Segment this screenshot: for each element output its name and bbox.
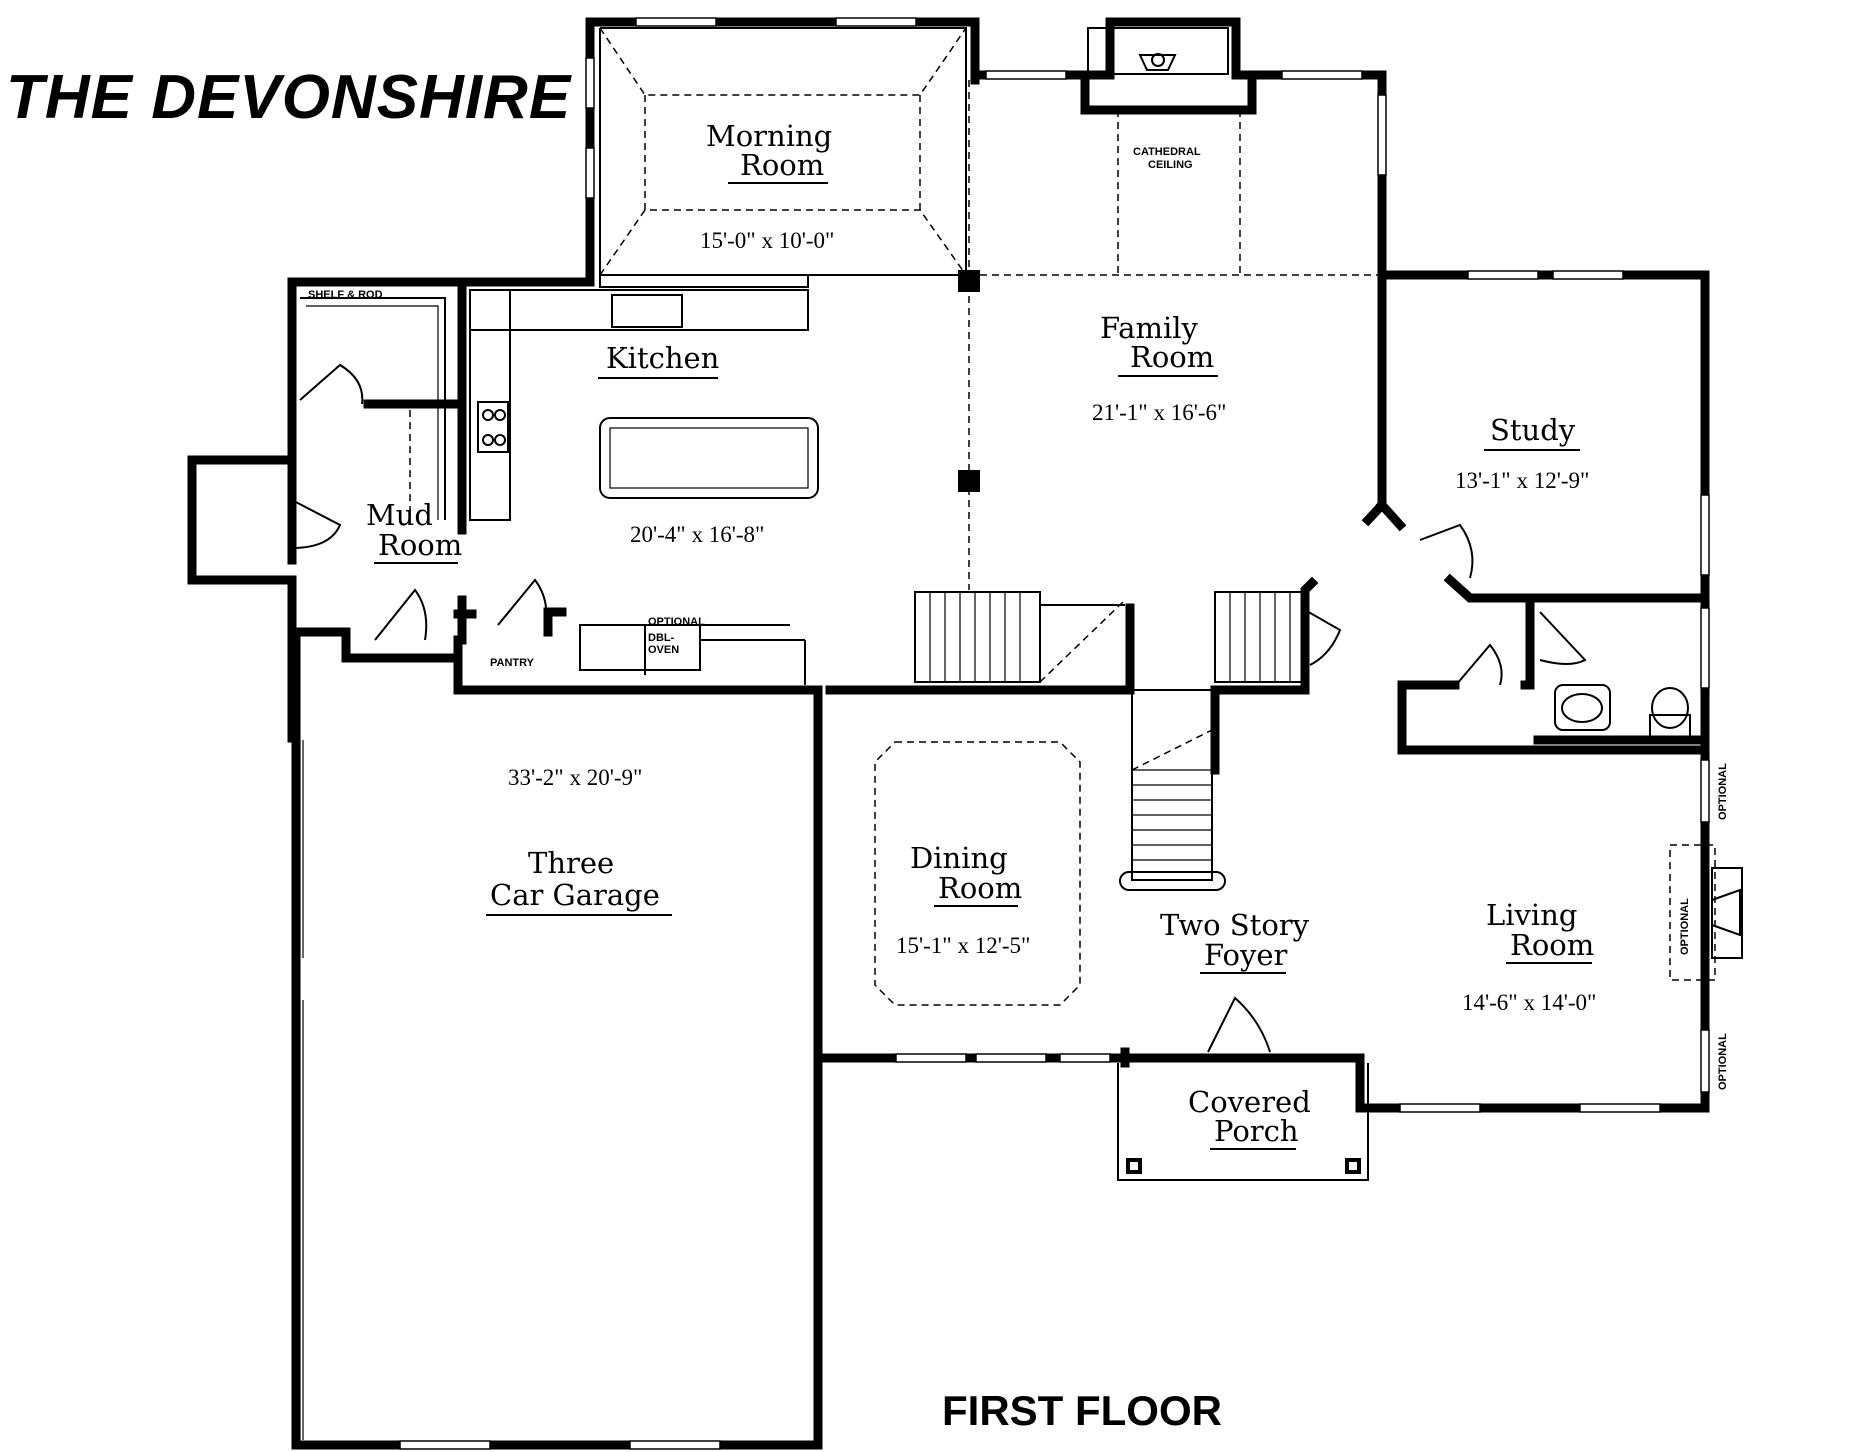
mud-room-label-2: Room: [378, 528, 462, 562]
morning-room-dim: 15'-0" x 10'-0": [700, 228, 834, 253]
mud-room-label: Mud: [366, 498, 433, 532]
dining-room-label-2: Room: [938, 871, 1022, 905]
pantry-note: PANTRY: [490, 657, 535, 669]
study-label: Study: [1490, 413, 1576, 447]
fixtures: [874, 27, 1743, 1006]
living-room-label: Living: [1486, 898, 1577, 932]
living-room-label-2: Room: [1510, 928, 1594, 962]
optional-oven-note: OPTIONAL: [648, 616, 705, 628]
optional-window-note-1: OPTIONAL: [1717, 763, 1729, 820]
morning-room-ceiling: [599, 27, 1378, 590]
walls: [187, 17, 1710, 1450]
kitchen-dim: 20'-4" x 16'-8": [630, 522, 764, 547]
kitchen-fixtures: [300, 274, 819, 685]
cathedral-note-2: CEILING: [1148, 159, 1193, 171]
garage-label: Three: [528, 846, 614, 880]
family-room-label-2: Room: [1130, 340, 1214, 374]
porch-label: Covered: [1188, 1085, 1311, 1119]
dining-room-dim: 15'-1" x 12'-5": [896, 933, 1030, 958]
optional-fireplace-note: OPTIONAL: [1679, 898, 1691, 955]
morning-room-label: Morning: [706, 119, 832, 153]
garage-dim: 33'-2" x 20'-9": [508, 765, 642, 790]
doors: [291, 363, 1587, 1053]
study-dim: 13'-1" x 12'-9": [1455, 468, 1589, 493]
garage-label-2: Car Garage: [490, 878, 660, 912]
foyer-label-2: Foyer: [1204, 938, 1288, 972]
family-room-dim: 21'-1" x 16'-6": [1092, 400, 1226, 425]
room-labels: Morning Room 15'-0" x 10'-0" Kitchen 20'…: [366, 119, 1596, 1150]
living-room-dim: 14'-6" x 14'-0": [1462, 990, 1596, 1015]
dining-room-label: Dining: [910, 841, 1008, 875]
kitchen-label: Kitchen: [606, 341, 719, 375]
dbl-oven-note-1: DBL-: [648, 632, 675, 644]
foyer-label: Two Story: [1160, 908, 1310, 942]
floor-label: FIRST FLOOR: [942, 1387, 1222, 1434]
cathedral-note-1: CATHEDRAL: [1133, 146, 1201, 158]
family-room-label: Family: [1100, 311, 1198, 345]
stairs: [914, 591, 1304, 891]
shelf-rod-note: SHELF & ROD: [308, 289, 383, 301]
plan-title: THE DEVONSHIRE: [6, 63, 572, 132]
morning-room-label-2: Room: [740, 148, 824, 182]
porch-label-2: Porch: [1214, 1114, 1299, 1148]
dbl-oven-note-2: OVEN: [648, 644, 679, 656]
windows: [292, 17, 1710, 1450]
notes: SHELF & ROD PANTRY OPTIONAL DBL- OVEN CA…: [308, 146, 1729, 1090]
optional-window-note-2: OPTIONAL: [1717, 1033, 1729, 1090]
